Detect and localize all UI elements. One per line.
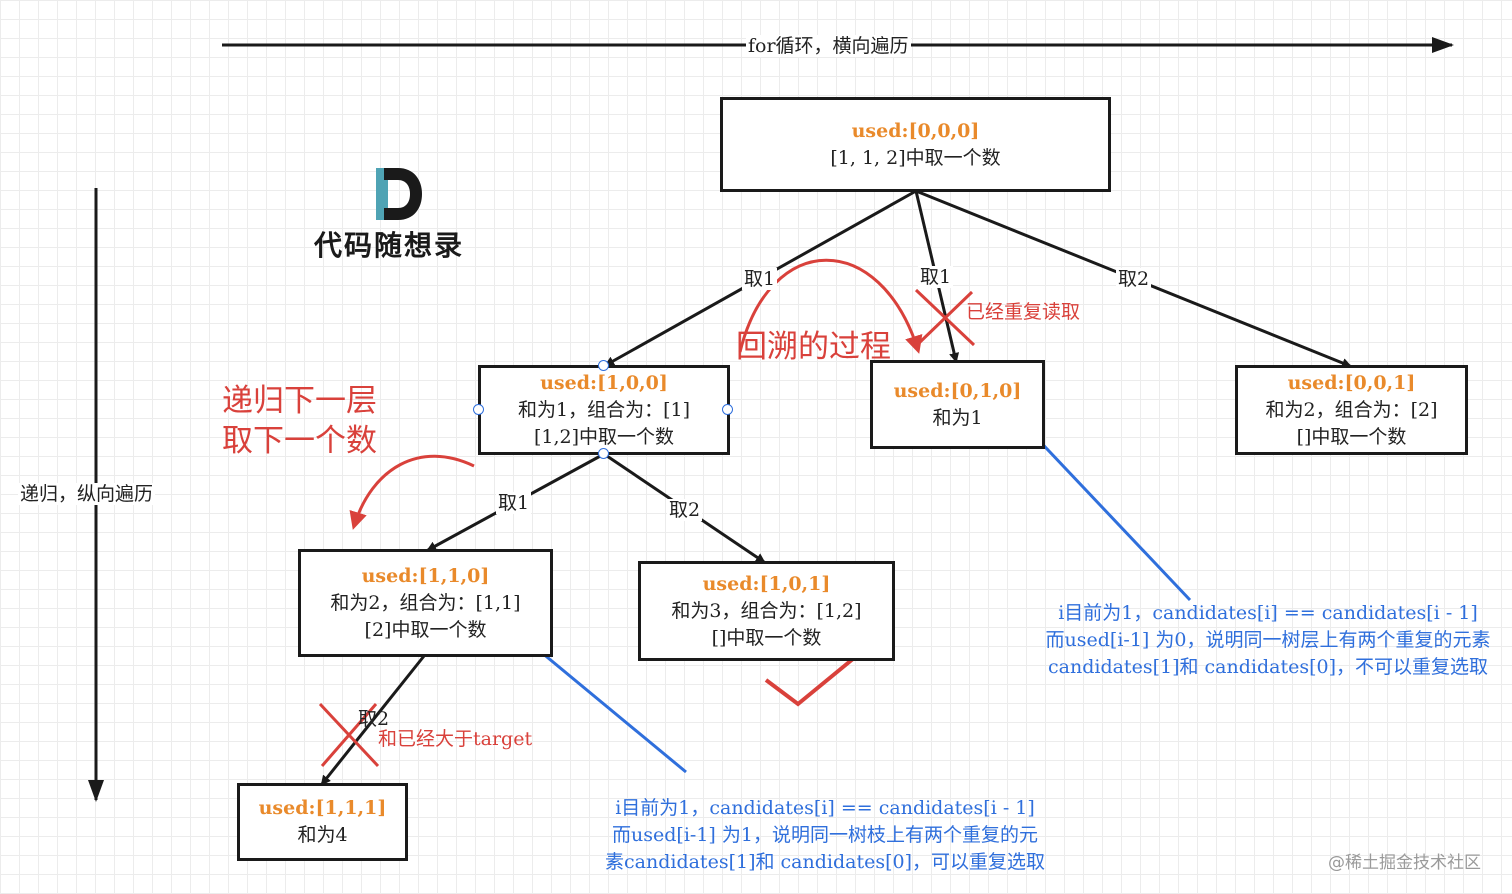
node-001: used:[0,0,1] 和为2，组合为：[2] []中取一个数 (1235, 365, 1468, 455)
blue-note-right: i目前为1，candidates[i] == candidates[i - 1]… (1024, 600, 1512, 681)
node-101-used: used:[1,0,1] (702, 572, 831, 595)
node-110-used: used:[1,1,0] (361, 564, 490, 587)
recurse-note-line1: 递归下一层 (222, 383, 377, 419)
node-111-line1: 和为4 (297, 824, 348, 846)
watermark: @稀土掘金技术社区 (1328, 853, 1481, 873)
node-111-used: used:[1,1,1] (258, 797, 387, 819)
edge-label-110-to-111: 取2 (358, 708, 390, 730)
node-100: used:[1,0,0] 和为1，组合为：[1] [1,2]中取一个数 (478, 365, 730, 455)
node-101: used:[1,0,1] 和为3，组合为：[1,2] []中取一个数 (638, 561, 895, 661)
blue-note-bottom-line1: i目前为1，candidates[i] == candidates[i - 1] (615, 797, 1035, 819)
node-010: used:[0,1,0] 和为1 (870, 360, 1045, 449)
node-111: used:[1,1,1] 和为4 (237, 783, 408, 861)
valid-check-mark (764, 638, 878, 707)
node-100-handle-left[interactable] (473, 404, 484, 415)
exceed-x-mark (318, 702, 380, 768)
node-100-used: used:[1,0,0] (540, 371, 668, 394)
blue-note-bottom-line2: 而used[i-1] 为1，说明同一树枝上有两个重复的元 (612, 824, 1038, 846)
node-101-line1: 和为3，组合为：[1,2] (671, 599, 862, 622)
node-001-line2: []中取一个数 (1296, 425, 1407, 448)
edge-110-to-111 (320, 655, 426, 786)
node-010-line1: 和为1 (932, 406, 983, 429)
node-001-used: used:[0,0,1] (1287, 371, 1416, 394)
edge-label-root-to-100: 取1 (742, 268, 778, 290)
blue-note-right-line3: candidates[1]和 candidates[0]，不可以重复选取 (1048, 656, 1488, 678)
recurse-note-line2: 取下一个数 (222, 423, 377, 459)
node-110: used:[1,1,0] 和为2，组合为：[1,1] [2]中取一个数 (298, 549, 553, 657)
backtrack-note: 回溯的过程 (736, 329, 891, 365)
sum-exceeds-note: 和已经大于target (378, 728, 533, 750)
node-root: used:[0,0,0] [1, 1, 2]中取一个数 (720, 97, 1111, 192)
repeat-x-mark (914, 288, 976, 347)
node-100-line1: 和为1，组合为：[1] (517, 398, 690, 421)
recurse-arc (349, 454, 475, 530)
node-101-line2: []中取一个数 (711, 626, 822, 649)
node-root-line1: [1, 1, 2]中取一个数 (830, 146, 1001, 169)
logo-text: 代码随想录 (314, 229, 465, 262)
edge-label-root-to-010: 取1 (918, 266, 954, 288)
horizontal-axis-label: for循环，横向遍历 (746, 35, 911, 57)
blue-note-right-line2: 而used[i-1] 为0，说明同一树层上有两个重复的元素 (1045, 629, 1491, 651)
edge-label-100-to-110: 取1 (496, 492, 532, 514)
backtrack-arc (738, 258, 923, 354)
logo-d-icon (376, 168, 422, 220)
node-100-handle-bottom[interactable] (598, 448, 609, 459)
node-110-line2: [2]中取一个数 (364, 618, 487, 641)
blue-note-right-line1: i目前为1，candidates[i] == candidates[i - 1] (1058, 602, 1478, 624)
blue-note-bottom: i目前为1，candidates[i] == candidates[i - 1]… (586, 795, 1064, 876)
node-100-handle-top[interactable] (598, 360, 609, 371)
blue-note-bottom-line3: 素candidates[1]和 candidates[0]，可以重复选取 (605, 851, 1045, 873)
node-010-used: used:[0,1,0] (893, 379, 1022, 402)
edge-label-root-to-001: 取2 (1116, 268, 1152, 290)
already-repeat-note: 已经重复读取 (966, 301, 1081, 323)
node-001-line1: 和为2，组合为：[2] (1265, 398, 1438, 421)
edge-label-100-to-101: 取2 (667, 499, 703, 521)
node-root-used: used:[0,0,0] (851, 119, 980, 142)
node-110-line1: 和为2，组合为：[1,1] (330, 591, 521, 614)
vertical-axis-label: 递归，纵向遍历 (18, 483, 156, 505)
node-100-handle-right[interactable] (722, 404, 733, 415)
node-100-line2: [1,2]中取一个数 (533, 425, 675, 448)
